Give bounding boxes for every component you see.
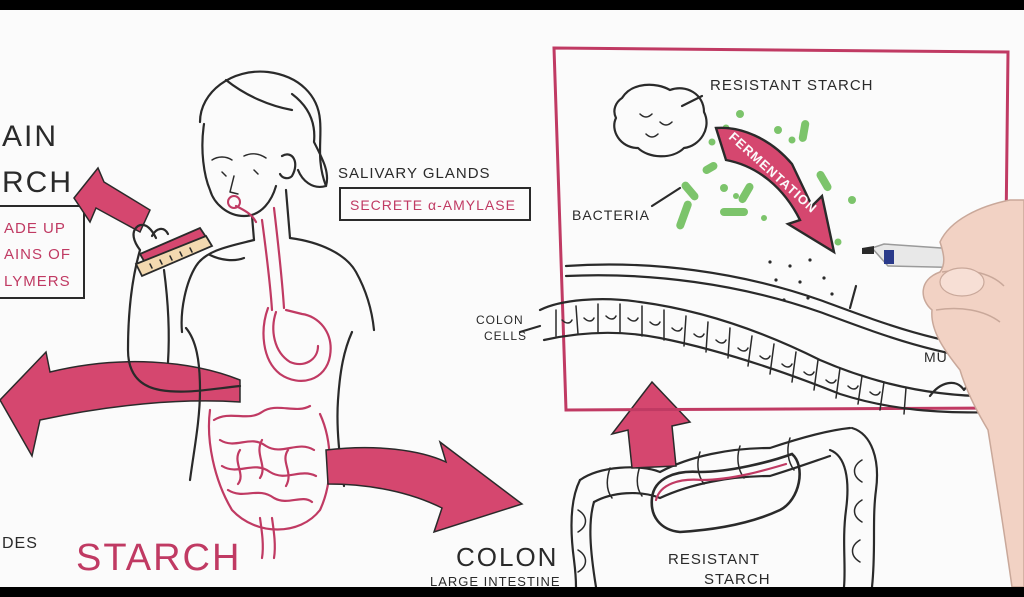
box-line2: AINS OF (4, 246, 71, 263)
whiteboard-drawing: AIN RCH ADE UP AINS OF LYMERS DES STARCH (0, 46, 1024, 587)
arrow-to-title (73, 166, 151, 234)
arrow-up-to-zoom (610, 380, 692, 469)
whiteboard: AIN RCH ADE UP AINS OF LYMERS DES STARCH (0, 10, 1024, 587)
mucus-label: MU (924, 349, 948, 365)
starch-clump-icon (613, 83, 708, 158)
box-line3: LYMERS (4, 273, 71, 290)
resistant-starch-bottom-line1: RESISTANT (668, 551, 760, 568)
colon-cells-label-line1: COLON (476, 313, 524, 327)
fermentation-products (768, 258, 834, 302)
bacteria-label: BACTERIA (572, 207, 650, 223)
starch-definition-box: ADE UP AINS OF LYMERS (0, 205, 85, 299)
des-label: DES (2, 535, 38, 552)
arrow-left-curve (0, 350, 241, 459)
arrow-right (325, 440, 524, 534)
colon-label: COLON (456, 542, 558, 572)
main-starch-title-line1: AIN (2, 120, 58, 153)
secrete-amylase-box (339, 187, 531, 221)
digestive-tract (207, 206, 332, 560)
sandwich-icon (134, 226, 214, 278)
hand-holding-marker (862, 199, 1024, 587)
resistant-starch-top-label: RESISTANT STARCH (710, 77, 874, 94)
fermentation-arrow: FERMENTATION (714, 126, 836, 255)
secrete-amylase-label: SECRETE α-AMYLASE (350, 197, 516, 213)
colon-cells-label-line2: CELLS (484, 329, 527, 343)
resistant-starch-bottom-line2: STARCH (704, 571, 771, 587)
main-starch-title-line2: RCH (2, 166, 73, 199)
large-intestine-label: LARGE INTESTINE (430, 574, 561, 587)
box-line1: ADE UP (4, 220, 66, 237)
salivary-glands-label: SALIVARY GLANDS (338, 165, 491, 182)
colon-diagram (570, 426, 878, 587)
girl-eating-sandwich (126, 70, 376, 488)
colon-cells (538, 298, 1006, 415)
fermentation-label: FERMENTATION (726, 129, 820, 216)
starch-label: STARCH (76, 537, 241, 579)
